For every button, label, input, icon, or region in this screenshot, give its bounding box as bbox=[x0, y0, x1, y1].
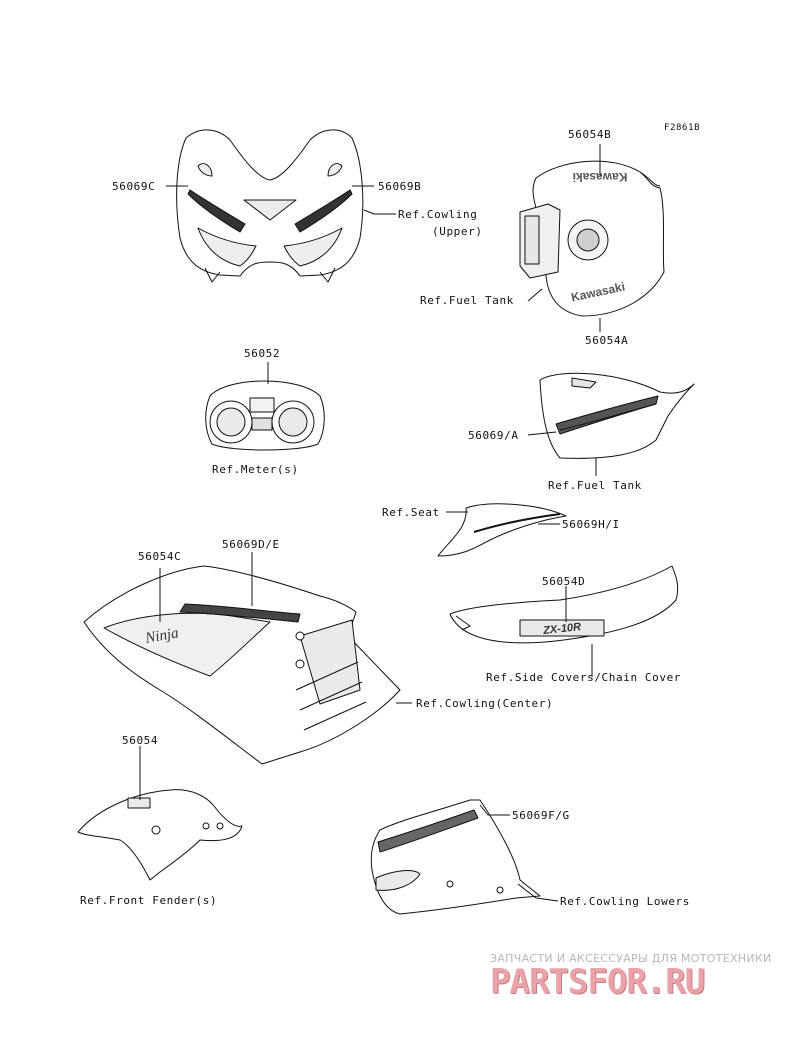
label-ref-cowling-upper-2: (Upper) bbox=[432, 225, 483, 238]
leader-lines bbox=[139, 144, 601, 902]
label-56069fg: 56069F/G bbox=[512, 809, 570, 822]
label-ref-cowling-lowers: Ref.Cowling Lowers bbox=[560, 895, 691, 908]
label-56054d: 56054D bbox=[542, 575, 586, 588]
meter-drawing bbox=[205, 380, 325, 451]
kawasaki-decal-top: Kawasaki bbox=[573, 170, 628, 184]
figure-id: F2861B bbox=[664, 123, 701, 133]
label-56054b: 56054B bbox=[568, 128, 612, 141]
label-ref-front-fender: Ref.Front Fender(s) bbox=[80, 894, 218, 907]
ninja-decal: Ninja bbox=[143, 625, 180, 647]
label-56069de: 56069D/E bbox=[222, 538, 280, 551]
label-56069b: 56069B bbox=[378, 180, 422, 193]
watermark-subtitle: ЗАПЧАСТИ И АКСЕССУАРЫ ДЛЯ МОТОТЕХНИКИ bbox=[490, 952, 772, 965]
label-ref-side-covers: Ref.Side Covers/Chain Cover bbox=[486, 671, 682, 684]
label-56069hi: 56069H/I bbox=[562, 518, 620, 531]
side-covers-drawing bbox=[449, 565, 679, 644]
upper-cowling-drawing bbox=[176, 129, 364, 283]
label-ref-fuel-tank-side: Ref.Fuel Tank bbox=[548, 479, 642, 492]
fuel-tank-top-drawing bbox=[519, 160, 665, 317]
label-56069c: 56069C bbox=[112, 180, 156, 193]
label-ref-fuel-tank-top: Ref.Fuel Tank bbox=[420, 294, 514, 307]
lower-cowling-drawing bbox=[370, 799, 541, 915]
label-56069a: 56069/A bbox=[468, 429, 519, 442]
zx-decal: ZX-10R bbox=[542, 621, 582, 637]
label-ref-cowling-center: Ref.Cowling(Center) bbox=[416, 697, 554, 710]
watermark-brand: PARTSFOR.RU bbox=[490, 962, 705, 1002]
center-cowling-drawing bbox=[83, 565, 401, 765]
fuel-tank-side-drawing bbox=[539, 372, 695, 459]
label-56054: 56054 bbox=[122, 734, 159, 747]
label-56054a: 56054A bbox=[585, 334, 629, 347]
label-56054c: 56054C bbox=[138, 550, 182, 563]
seat-drawing bbox=[437, 503, 567, 557]
label-56052: 56052 bbox=[244, 347, 281, 360]
label-ref-cowling-upper: Ref.Cowling bbox=[398, 208, 478, 221]
label-ref-meter: Ref.Meter(s) bbox=[212, 463, 299, 476]
front-fender-drawing bbox=[77, 789, 243, 881]
label-ref-seat: Ref.Seat bbox=[382, 506, 440, 519]
